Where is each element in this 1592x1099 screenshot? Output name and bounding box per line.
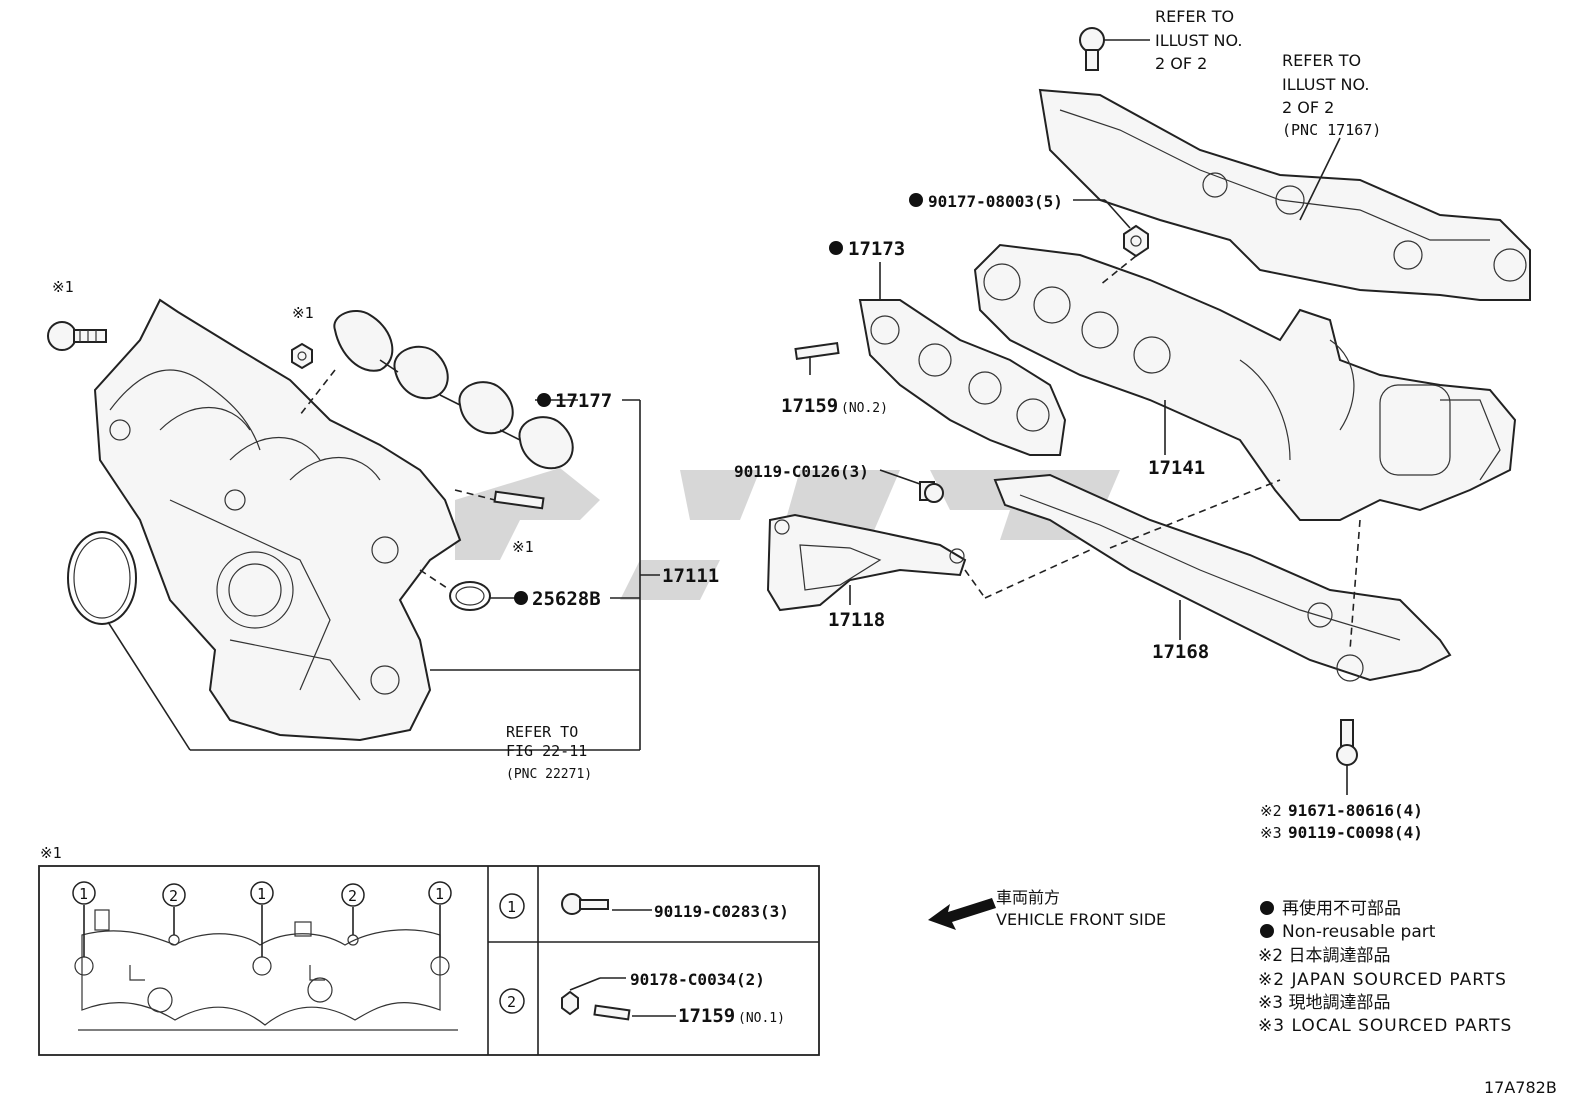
bolt-bottom-right[interactable] [1336,719,1358,766]
legend-line5: ※3 現地調達部品 [1258,993,1390,1013]
legend-line2: Non-reusable part [1282,922,1436,942]
label-17159-no1: 17159 [678,1005,735,1027]
refer-shield-line1: REFER TO [1282,51,1361,70]
legend-line1: 再使用不可部品 [1282,898,1401,919]
o-ring-throttle[interactable] [67,531,137,625]
label-90119-c0283: 90119-C0283(3) [654,902,789,921]
mark1-stud-label: ※1 [512,538,534,556]
legend-line3: ※2 日本調達部品 [1258,946,1390,966]
label-25628b: 25628B [532,588,601,610]
stud-mark1[interactable] [493,490,545,510]
label-no1: (NO.1) [738,1011,785,1026]
callout-2a: 2 [169,887,178,905]
legend-line6: ※3 LOCAL SOURCED PARTS [1258,1016,1512,1036]
gasket-17177[interactable] [333,310,574,470]
heat-shield-17168[interactable] [993,473,1452,682]
direction-en: VEHICLE FRONT SIDE [996,910,1166,929]
callout-2b: 2 [348,887,357,905]
label-90119-c0098: 90119-C0098(4) [1288,823,1423,842]
label-17111: 17111 [662,565,719,587]
callout-1b: 1 [257,885,266,903]
refer-top-line3: 2 OF 2 [1155,54,1207,73]
bolt-mark1-left[interactable] [47,321,107,351]
detail-box [38,865,820,1056]
bracket-17118[interactable] [766,513,967,612]
refer-fig-line1: REFER TO [506,723,578,741]
refer-fig-line3: (PNC 22271) [506,767,592,782]
refer-top-line1: REFER TO [1155,7,1234,26]
nut-90177[interactable] [1123,224,1149,258]
direction-jp: 車両前方 [996,888,1060,907]
label-17168: 17168 [1152,641,1209,663]
intake-manifold[interactable] [93,298,462,742]
label-90119-c0126: 90119-C0126(3) [734,462,869,481]
o-ring-25628b[interactable] [449,581,491,611]
mark1-bolt-label: ※1 [52,278,74,296]
legend: 再使用不可部品 Non-reusable part ※2 日本調達部品 ※2 J… [1258,898,1512,1036]
label-91671-80616: 91671-80616(4) [1288,801,1423,820]
legend-dot-1 [1260,901,1274,915]
nonreusable-dot-17173 [829,241,843,255]
row2-number: 2 [507,993,516,1011]
nonreusable-dot-17177 [537,393,551,407]
detail-stud-17159-no1[interactable] [593,1004,676,1021]
label-90178-c0034: 90178-C0034(2) [630,970,765,989]
label-90177: 90177-08003(5) [928,192,1063,211]
diagram-id: 17A782B [1484,1078,1557,1097]
mark1-nut-label: ※1 [292,304,314,322]
detail-nut-90178-c0034[interactable] [561,977,626,1016]
nonreusable-dot-90177 [909,193,923,207]
leaders-intake [107,369,660,751]
callout-1c: 1 [435,885,444,903]
vehicle-front-arrow-icon [928,898,996,930]
refer-top-line2: ILLUST NO. [1155,31,1242,50]
detail-callouts: 1 2 1 2 1 1 2 [72,881,525,1014]
label-17173: 17173 [848,238,905,260]
detail-title: ※1 [40,844,62,862]
label-17177: 17177 [555,390,612,412]
refer-fig-line2: FIG 22-11 [506,742,587,760]
label-17118: 17118 [828,609,885,631]
stud-17159-no2[interactable] [794,341,840,361]
leaders-exhaust [809,39,1361,795]
refer-shield-line3: 2 OF 2 [1282,98,1334,117]
mark3-label: ※3 [1260,824,1282,842]
nut-mark1[interactable] [291,342,313,370]
gasket-17173[interactable] [858,299,1067,456]
row1-number: 1 [507,898,516,916]
nonreusable-dot-25628b [514,591,528,605]
label-17141: 17141 [1148,457,1205,479]
refer-shield-line4: (PNC 17167) [1282,121,1381,139]
refer-shield-line2: ILLUST NO. [1282,75,1369,94]
bolt-90119-c0126[interactable] [919,481,944,503]
legend-line4: ※2 JAPAN SOURCED PARTS [1258,970,1507,990]
detail-bolt-90119-c0283[interactable] [561,893,652,915]
bolt-top[interactable] [1079,27,1105,71]
callout-1a: 1 [79,885,88,903]
mark2-label: ※2 [1260,802,1282,820]
label-no2: (NO.2) [841,401,888,416]
label-17159-no2: 17159 [781,395,838,417]
legend-dot-2 [1260,924,1274,938]
heat-shield-upper[interactable] [1038,88,1531,301]
